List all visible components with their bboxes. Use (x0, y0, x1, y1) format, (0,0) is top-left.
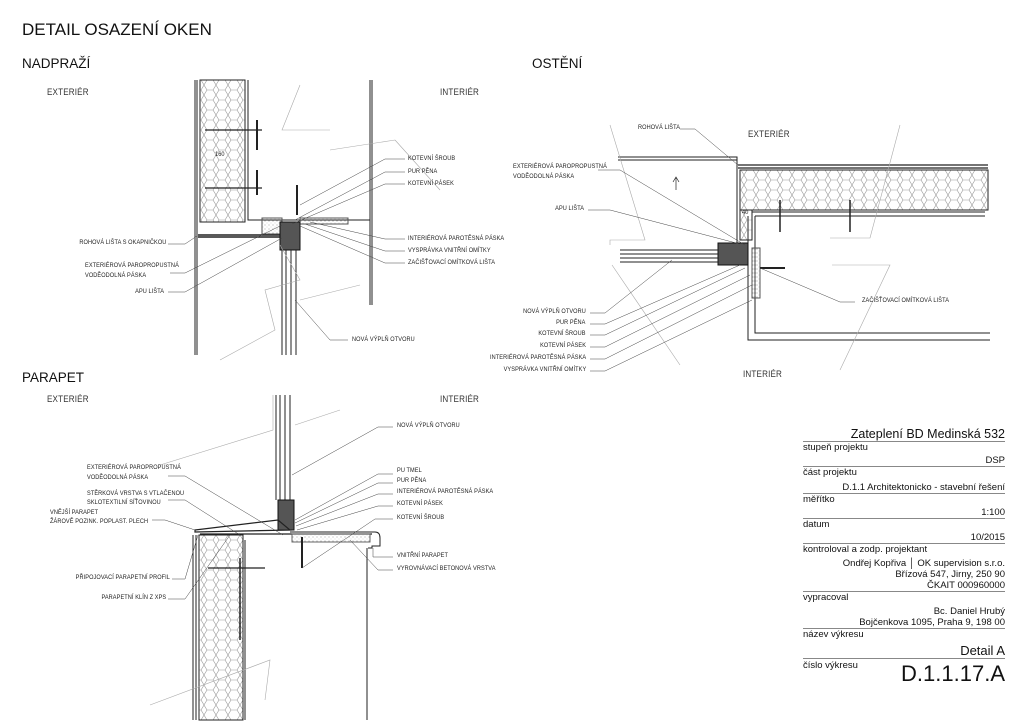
drawing-name-label: název výkresu (803, 629, 864, 640)
label-zacistovaci: ZAČIŠŤOVACÍ OMÍTKOVÁ LIŠTA (862, 297, 950, 304)
drawn-label: vypracoval (803, 592, 849, 603)
label-pur-pena: PUR PĚNA (556, 319, 586, 326)
page-title: DETAIL OSAZENÍ OKEN (22, 20, 212, 39)
title-block: Zateplení BD Medinská 532 stupeň projekt… (803, 427, 1005, 689)
label-exterierova-paska-2: VODĚODOLNÁ PÁSKA (85, 272, 147, 279)
label-sterkova-2: SKLOTEXTILNÍ SÍŤOVINOU (87, 499, 161, 506)
label-interierova-paska: INTERIÉROVÁ PAROTĚSNÁ PÁSKA (397, 488, 494, 495)
label-sterkova-1: STĚRKOVÁ VRSTVA S VTLAČENOU (87, 490, 185, 497)
label-zacistovaci: ZAČIŠŤOVACÍ OMÍTKOVÁ LIŠTA (408, 259, 496, 266)
label-rohova-lista: ROHOVÁ LIŠTA (638, 124, 681, 131)
label-pripojovaci-profil: PŘIPOJOVACÍ PARAPETNÍ PROFIL (75, 574, 170, 581)
label-vnitrni-parapet: VNITŘNÍ PARAPET (397, 552, 448, 559)
label-exterierova-paska-1: EXTERIÉROVÁ PAROPROPUSTNÁ (513, 163, 607, 170)
label-vnejsi-parapet-1: VNĚJŠÍ PARAPET (50, 509, 99, 516)
detail-parapet (149, 395, 393, 721)
exterior-label: EXTERIÉR (47, 394, 89, 405)
date-label: datum (803, 519, 830, 530)
checked-name: Ondřej Kopřiva │ OK supervision s.r.o. (842, 558, 1005, 569)
label-exterierova-paska-1: EXTERIÉROVÁ PAROPROPUSTNÁ (87, 464, 181, 471)
drawn-address: Bojčenkova 1095, Praha 9, 198 00 (803, 617, 1005, 629)
interior-label: INTERIÉR (440, 87, 480, 98)
label-kotevni-sroub: KOTEVNÍ ŠROUB (408, 155, 456, 162)
detail-osteni (588, 124, 990, 372)
label-exterierova-paska-2: VODĚODOLNÁ PÁSKA (87, 474, 149, 481)
interior-label: INTERIÉR (440, 394, 480, 405)
label-apu-lista: APU LIŠTA (134, 288, 164, 295)
part-label: část projektu (803, 467, 857, 478)
detail-nadprazi (168, 79, 441, 361)
drawing-number: D.1.1.17.A (901, 661, 1005, 686)
checked-address: Břízová 547, Jirny, 250 90 (895, 569, 1005, 580)
drawing-number-label: číslo výkresu (803, 660, 858, 671)
label-vnejsi-parapet-2: ŽÁROVĚ POZINK. POPLAST. PLECH (50, 518, 149, 525)
label-vyrovnavaci: VYROVNÁVACÍ BETONOVÁ VRSTVA (397, 565, 496, 572)
label-kotevni-pasek: KOTEVNÍ PÁSEK (397, 500, 443, 507)
scale-value: 1:100 (803, 507, 1005, 519)
label-kotevni-sroub: KOTEVNÍ ŠROUB (538, 330, 586, 337)
label-parapetni-klin: PARAPETNÍ KLÍN Z XPS (101, 594, 166, 601)
label-kotevni-pasek: KOTEVNÍ PÁSEK (540, 342, 586, 349)
checked-label: kontroloval a zodp. projektant (803, 544, 928, 555)
label-pur-pena: PUR PĚNA (408, 168, 438, 175)
stage-label: stupeň projektu (803, 442, 868, 453)
label-nova-vypln: NOVÁ VÝPLŇ OTVORU (397, 422, 460, 429)
label-kotevni-pasek: KOTEVNÍ PÁSEK (408, 180, 454, 187)
scale-label: měřítko (803, 494, 835, 505)
project-name: Zateplení BD Medinská 532 (803, 427, 1005, 442)
section-heading-osteni: OSTĚNÍ (532, 56, 583, 71)
exterior-label: EXTERIÉR (47, 87, 89, 98)
label-kotevni-sroub: KOTEVNÍ ŠROUB (397, 514, 445, 521)
date-value: 10/2015 (803, 532, 1005, 544)
label-rohova-lista: ROHOVÁ LIŠTA S OKAPNIČKOU (78, 239, 166, 246)
part-value: D.1.1 Architektonicko - stavební řešení (803, 482, 1005, 494)
label-apu-lista: APU LIŠTA (554, 205, 584, 212)
drawn-name: Bc. Daniel Hrubý (933, 606, 1005, 617)
label-vysprava: VYSPRÁVKA VNITŘNÍ OMÍTKY (503, 366, 586, 373)
exterior-label: EXTERIÉR (748, 129, 790, 140)
section-heading-nadprazi: NADPRAŽÍ (22, 56, 91, 71)
dimension-label: 40 (742, 209, 749, 216)
label-exterierova-paska-1: EXTERIÉROVÁ PAROPROPUSTNÁ (85, 262, 179, 269)
label-pur-pena: PUR PĚNA (397, 477, 427, 484)
dimension-label: 160 (215, 151, 225, 158)
drawing-name: Detail A (803, 643, 1005, 659)
section-heading-parapet: PARAPET (22, 370, 85, 385)
label-interierova-paska: INTERIÉROVÁ PAROTĚSNÁ PÁSKA (408, 235, 505, 242)
checked-ckait: ČKAIT 000960000 (803, 580, 1005, 592)
label-interierova-paska: INTERIÉROVÁ PAROTĚSNÁ PÁSKA (489, 354, 586, 361)
label-nova-vypln: NOVÁ VÝPLŇ OTVORU (352, 336, 415, 343)
stage-value: DSP (803, 455, 1005, 467)
label-pu-tmel: PU TMEL (397, 467, 422, 474)
label-nova-vypln: NOVÁ VÝPLŇ OTVORU (523, 308, 586, 315)
interior-label: INTERIÉR (743, 369, 783, 380)
label-exterierova-paska-2: VODĚODOLNÁ PÁSKA (513, 173, 575, 180)
label-vysprava: VYSPRÁVKA VNITŘNÍ OMÍTKY (408, 247, 491, 254)
